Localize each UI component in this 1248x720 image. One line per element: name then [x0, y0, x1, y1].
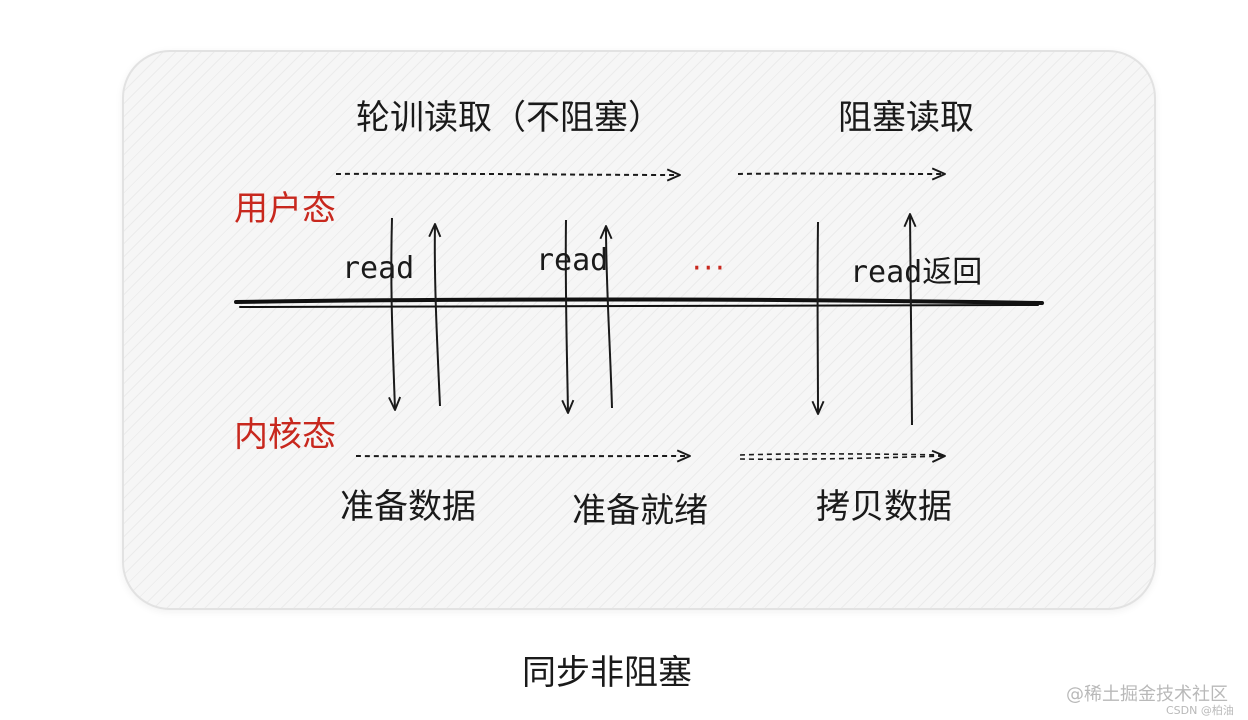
diagram-card [122, 50, 1156, 610]
kernel-mode-label: 内核态 [234, 415, 336, 455]
read-call-arrow-2 [561, 219, 575, 414]
copy-data-arrow [739, 449, 946, 463]
read-return-arrow-1 [428, 223, 442, 407]
csdn-watermark: CSDN @柏油 [1166, 704, 1234, 717]
read-call-arrow-1 [388, 217, 402, 411]
ready-label: 准备就绪 [572, 491, 708, 531]
user-mode-label: 用户态 [234, 189, 336, 229]
ellipsis-label: ··· [692, 251, 727, 286]
read-return-label: read返回 [850, 255, 983, 290]
diagram-caption: 同步非阻塞 [522, 653, 692, 693]
polling-read-label: 轮训读取（不阻塞） [356, 98, 662, 138]
blocking-read-label: 阻塞读取 [838, 98, 974, 138]
prepare-data-label: 准备数据 [340, 487, 476, 527]
polling-phase-arrow [335, 168, 681, 182]
mode-boundary-line [234, 297, 1044, 308]
read-label-2: read [536, 243, 609, 278]
read-return-arrow-3 [903, 213, 917, 426]
juejin-watermark: @稀土掘金技术社区 [1066, 684, 1228, 705]
read-label-1: read [342, 251, 415, 286]
read-return-arrow-2 [599, 225, 613, 409]
copy-data-label: 拷贝数据 [816, 487, 952, 527]
